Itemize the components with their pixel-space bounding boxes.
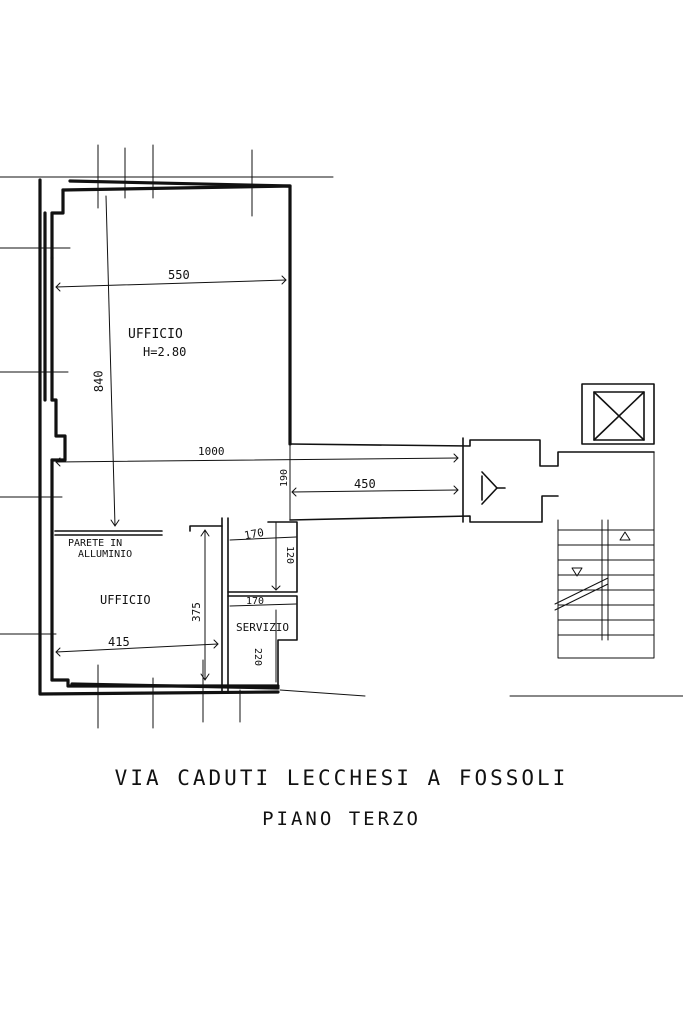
address-caption: VIA CADUTI LECCHESI A FOSSOLI — [114, 766, 569, 790]
interior-walls — [54, 517, 298, 693]
partition-label-line2: ALLUMINIO — [78, 549, 132, 560]
dimension-label-190: 190 — [279, 469, 290, 487]
dimension-label-840: 840 — [91, 370, 106, 392]
outer-walls — [38, 178, 292, 696]
reference-lines — [0, 144, 683, 729]
dimension-label-415: 415 — [108, 635, 130, 649]
dimension-label-120: 120 — [284, 546, 295, 564]
room-label-services: SERVIZIO — [236, 621, 289, 634]
dimension-label-1000: 1000 — [198, 445, 225, 458]
corridor-walls — [289, 437, 655, 523]
staircase — [554, 451, 655, 659]
windows — [43, 179, 292, 690]
dimension-label-170-top: 170 — [243, 526, 265, 542]
room-height-label: H=2.80 — [143, 345, 186, 359]
room-label-office-bottom: UFFICIO — [100, 593, 151, 607]
corridor-symbol — [481, 471, 506, 505]
floor-caption: PIANO TERZO — [262, 808, 421, 830]
dimension-label-550: 550 — [168, 268, 190, 282]
dimension-label-170-bottom: 170 — [246, 596, 264, 607]
partition-label-line1: PARETE IN — [68, 538, 122, 549]
dimension-lines — [55, 195, 459, 683]
elevator-shaft — [581, 383, 655, 445]
dimension-label-450: 450 — [354, 477, 376, 491]
dimension-label-220: 220 — [252, 648, 263, 666]
dimension-label-375: 375 — [190, 602, 203, 622]
room-label-office-top: UFFICIO — [128, 327, 183, 342]
